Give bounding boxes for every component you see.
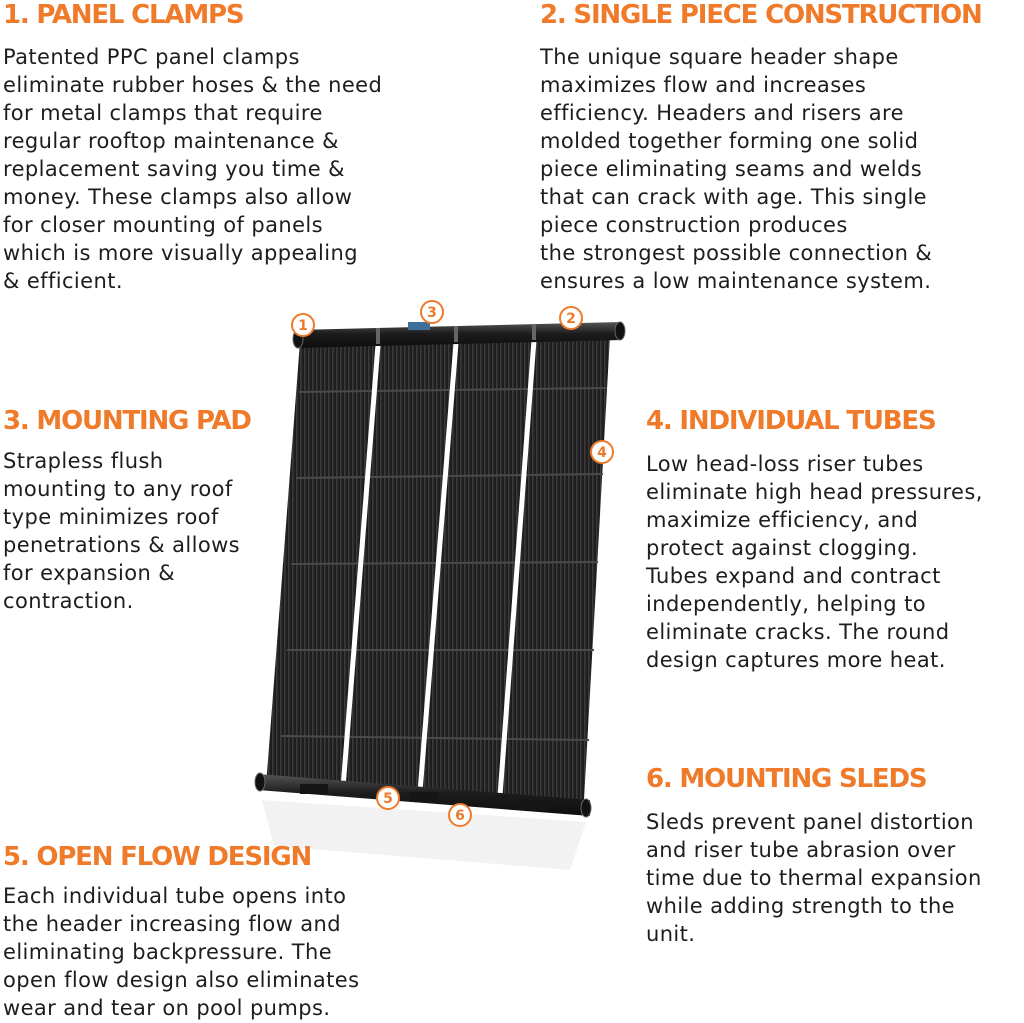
text-line: for metal clamps that require xyxy=(3,101,323,125)
callout-6-label: 6 xyxy=(455,808,465,824)
callout-5-label: 5 xyxy=(383,791,393,807)
callout-6: 6 xyxy=(448,803,472,827)
text-line: that can crack with age. This single xyxy=(540,185,928,209)
text-line: protect against clogging. xyxy=(646,536,919,560)
section-title: 3. MOUNTING PAD xyxy=(3,406,252,436)
text-line: independently, helping to xyxy=(646,592,926,616)
text-line: Strapless flush xyxy=(3,449,164,473)
text-line: Low head-loss riser tubes xyxy=(646,452,924,476)
text-line: wear and tear on pool pumps. xyxy=(3,996,331,1020)
text-line: maximize efficiency, and xyxy=(646,508,919,532)
callout-4: 4 xyxy=(590,440,614,464)
section-title: 2. SINGLE PIECE CONSTRUCTION xyxy=(540,0,983,30)
callout-1: 1 xyxy=(291,313,315,337)
text-line: piece eliminating seams and welds xyxy=(540,157,923,181)
text-line: for closer mounting of panels xyxy=(3,213,323,237)
text-line: mounting to any roof xyxy=(3,477,233,501)
text-line: eliminating backpressure. The xyxy=(3,940,333,964)
text-line: the strongest possible connection & xyxy=(540,241,933,265)
text-line: eliminate cracks. The round xyxy=(646,620,950,644)
text-line: regular rooftop maintenance & xyxy=(3,129,339,153)
text-line: open flow design also eliminates xyxy=(3,968,360,992)
text-line: Tubes expand and contract xyxy=(646,564,941,588)
section-title: 5. OPEN FLOW DESIGN xyxy=(3,842,312,872)
text-line: eliminate rubber hoses & the need xyxy=(3,73,383,97)
text-line: design captures more heat. xyxy=(646,648,946,672)
text-line: and riser tube abrasion over xyxy=(646,838,956,862)
callout-5: 5 xyxy=(376,786,400,810)
section-title: 6. MOUNTING SLEDS xyxy=(646,764,928,794)
text-line: Patented PPC panel clamps xyxy=(3,45,300,69)
section-title: 4. INDIVIDUAL TUBES xyxy=(646,406,937,436)
text-line: money. These clamps also allow xyxy=(3,185,353,209)
text-line: for expansion & xyxy=(3,561,176,585)
bottom-header xyxy=(254,772,592,818)
callout-2-label: 2 xyxy=(566,311,576,327)
callout-1-label: 1 xyxy=(298,318,308,334)
section-body: Sleds prevent panel distortion and riser… xyxy=(646,808,982,948)
text-line: which is more visually appealing xyxy=(3,241,358,265)
section-body: The unique square header shape maximizes… xyxy=(540,43,932,295)
text-line: Each individual tube opens into xyxy=(3,884,347,908)
section-body: Patented PPC panel clamps eliminate rubb… xyxy=(3,43,382,295)
section-body: Low head-loss riser tubes eliminate high… xyxy=(646,450,983,674)
callout-4-label: 4 xyxy=(597,445,607,461)
text-line: piece construction produces xyxy=(540,213,848,237)
callout-3-label: 3 xyxy=(427,305,437,321)
text-line: while adding strength to the xyxy=(646,894,955,918)
text-line: penetrations & allows xyxy=(3,533,241,557)
text-line: replacement saving you time & xyxy=(3,157,345,181)
text-line: time due to thermal expansion xyxy=(646,866,982,890)
text-line: type minimizes roof xyxy=(3,505,219,529)
text-line: maximizes flow and increases xyxy=(540,73,867,97)
section-body: Each individual tube opens into the head… xyxy=(3,882,359,1022)
text-line: the header increasing flow and xyxy=(3,912,341,936)
callout-3: 3 xyxy=(420,300,444,324)
text-line: & efficient. xyxy=(3,269,123,293)
text-line: ensures a low maintenance system. xyxy=(540,269,932,293)
text-line: molded together forming one solid xyxy=(540,129,919,153)
section-title: 1. PANEL CLAMPS xyxy=(3,0,245,30)
callout-2: 2 xyxy=(559,306,583,330)
text-line: eliminate high head pressures, xyxy=(646,480,983,504)
text-line: The unique square header shape xyxy=(540,45,899,69)
text-line: unit. xyxy=(646,922,696,946)
section-body: Strapless flush mounting to any roof typ… xyxy=(3,447,240,615)
text-line: Sleds prevent panel distortion xyxy=(646,810,975,834)
panel-gaps xyxy=(340,339,537,797)
panel-reflection xyxy=(262,800,586,870)
text-line: contraction. xyxy=(3,589,134,613)
text-line: efficiency. Headers and risers are xyxy=(540,101,904,125)
